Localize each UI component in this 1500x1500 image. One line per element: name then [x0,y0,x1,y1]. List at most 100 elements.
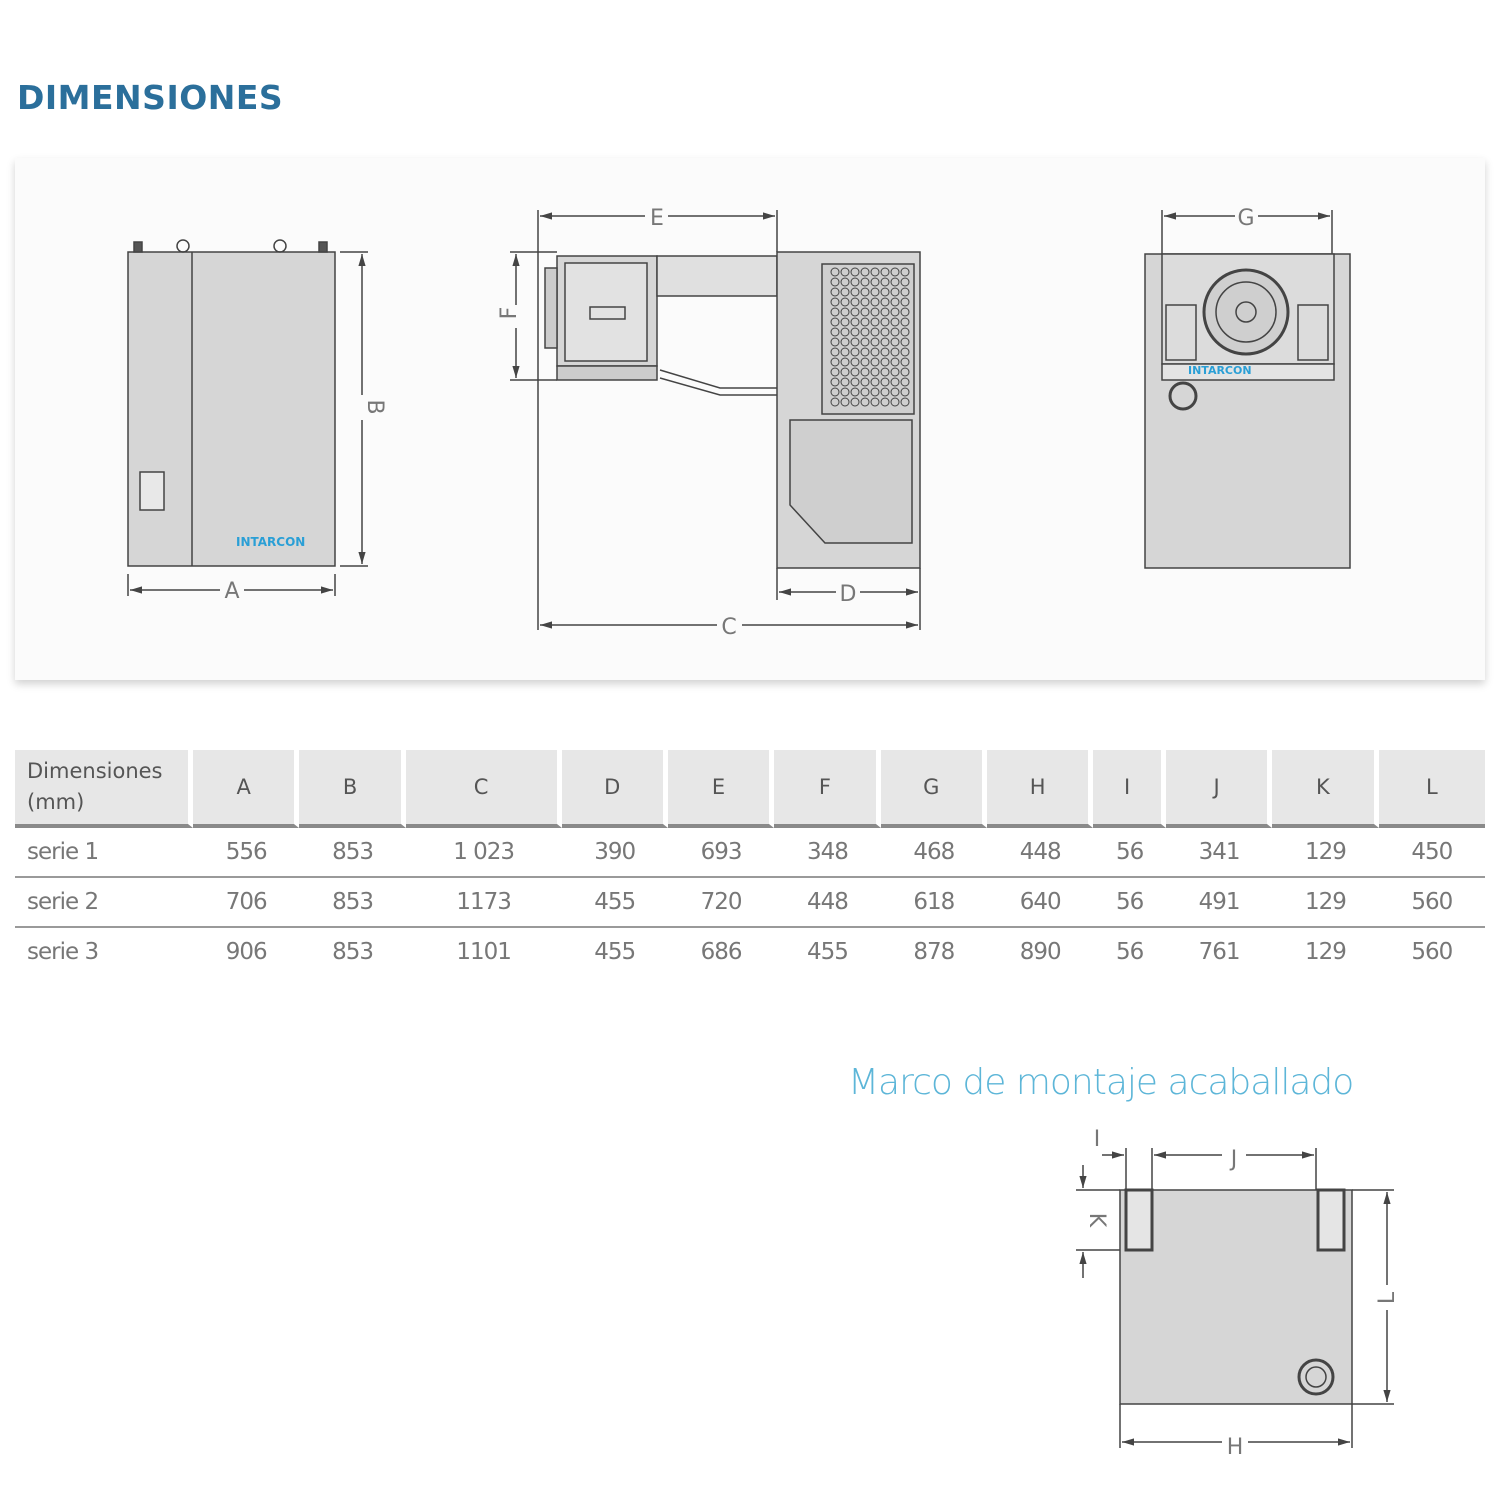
grille-hole [870,317,880,327]
grille-hole [850,367,860,377]
grille-hole [840,297,850,307]
grille-hole [900,337,910,347]
grille-hole [840,367,850,377]
table-cell: 720 [667,878,775,928]
grille-hole [870,327,880,337]
grille-hole [900,327,910,337]
dim-label-c: C [721,615,736,640]
grille-hole [870,367,880,377]
grille-hole [850,397,860,407]
grille-hole [830,387,840,397]
table-cell: 448 [986,828,1094,878]
grille-hole [840,337,850,347]
grille-hole [840,317,850,327]
grille-hole [900,367,910,377]
grille-hole [850,327,860,337]
table-cell: 906 [225,939,268,965]
grille-hole [860,387,870,397]
table-cell: 56 [1093,878,1166,928]
mounting-frame-title: Marco de montaje acaballado [848,1062,1354,1103]
grille-hole [850,347,860,357]
table-cell: 455 [594,939,636,965]
grille-hole [830,297,840,307]
grille-hole [890,267,900,277]
grille-hole [870,337,880,347]
grille-hole [900,307,910,317]
grille-hole [870,277,880,287]
col-header: F [774,750,881,828]
grille-hole [880,287,890,297]
grille-hole [870,267,880,277]
grille-hole [840,307,850,317]
table-cell: 491 [1165,878,1273,928]
brand-logo-back: INTARCON [1188,364,1252,377]
front-view [127,239,368,596]
grille-hole [860,337,870,347]
grille-hole [840,347,850,357]
grille-hole [880,347,890,357]
grille-hole [880,317,890,327]
dim-label-e: E [650,206,664,231]
grille-hole [840,397,850,407]
dimensions-table: Dimensiones(mm) A B C D E F G H I J K L … [15,750,1485,976]
grille-hole [860,377,870,387]
col-header: K [1272,750,1379,828]
table-cell: 890 [1019,939,1062,965]
row-label: serie 1 [15,828,193,878]
grille-hole [890,367,900,377]
grille-hole [860,267,870,277]
col-header: J [1165,750,1273,828]
brand-logo-front: INTARCON [236,535,305,549]
grille-hole [870,397,880,407]
grille-hole [850,307,860,317]
grille-hole [880,377,890,387]
grille-hole [830,317,840,327]
dim-label-b: B [362,399,387,414]
grille-hole [870,297,880,307]
grille-hole [870,347,880,357]
table-cell: 56 [1093,828,1166,878]
grille-hole [890,357,900,367]
table-cell: 341 [1165,828,1273,878]
grille-hole [830,397,840,407]
col-header: L [1378,750,1485,828]
grille-hole [900,397,910,407]
grille-hole [880,277,890,287]
grille-hole [880,357,890,367]
grille-hole [870,287,880,297]
grille-hole [830,337,840,347]
grille-hole [880,267,890,277]
table-cell: 1173 [405,878,562,928]
grille-hole [890,387,900,397]
grille-hole [830,357,840,367]
grille-hole [870,377,880,387]
grille-hole [840,387,850,397]
grille-hole [860,297,870,307]
grille-hole [900,287,910,297]
dim-label-k: K [1084,1213,1109,1228]
col-header: G [880,750,987,828]
grille-hole [900,387,910,397]
grille-hole [840,357,850,367]
dim-label-d: D [840,582,857,607]
table-cell: 693 [667,828,775,878]
table-cell: 556 [193,828,300,878]
col-header: E [667,750,775,828]
table-cell: 1 023 [405,828,562,878]
dim-label-i: I [1094,1127,1101,1152]
grille-hole [890,397,900,407]
grille-hole [850,387,860,397]
grille-hole [850,267,860,277]
table-cell: 878 [913,939,955,965]
grille-hole [880,297,890,307]
grille-hole [840,287,850,297]
table-cell: 455 [806,939,849,965]
grille-hole [840,277,850,287]
grille-hole [860,347,870,357]
table-cell: 761 [1198,939,1241,965]
table-cell: 129 [1272,878,1379,928]
